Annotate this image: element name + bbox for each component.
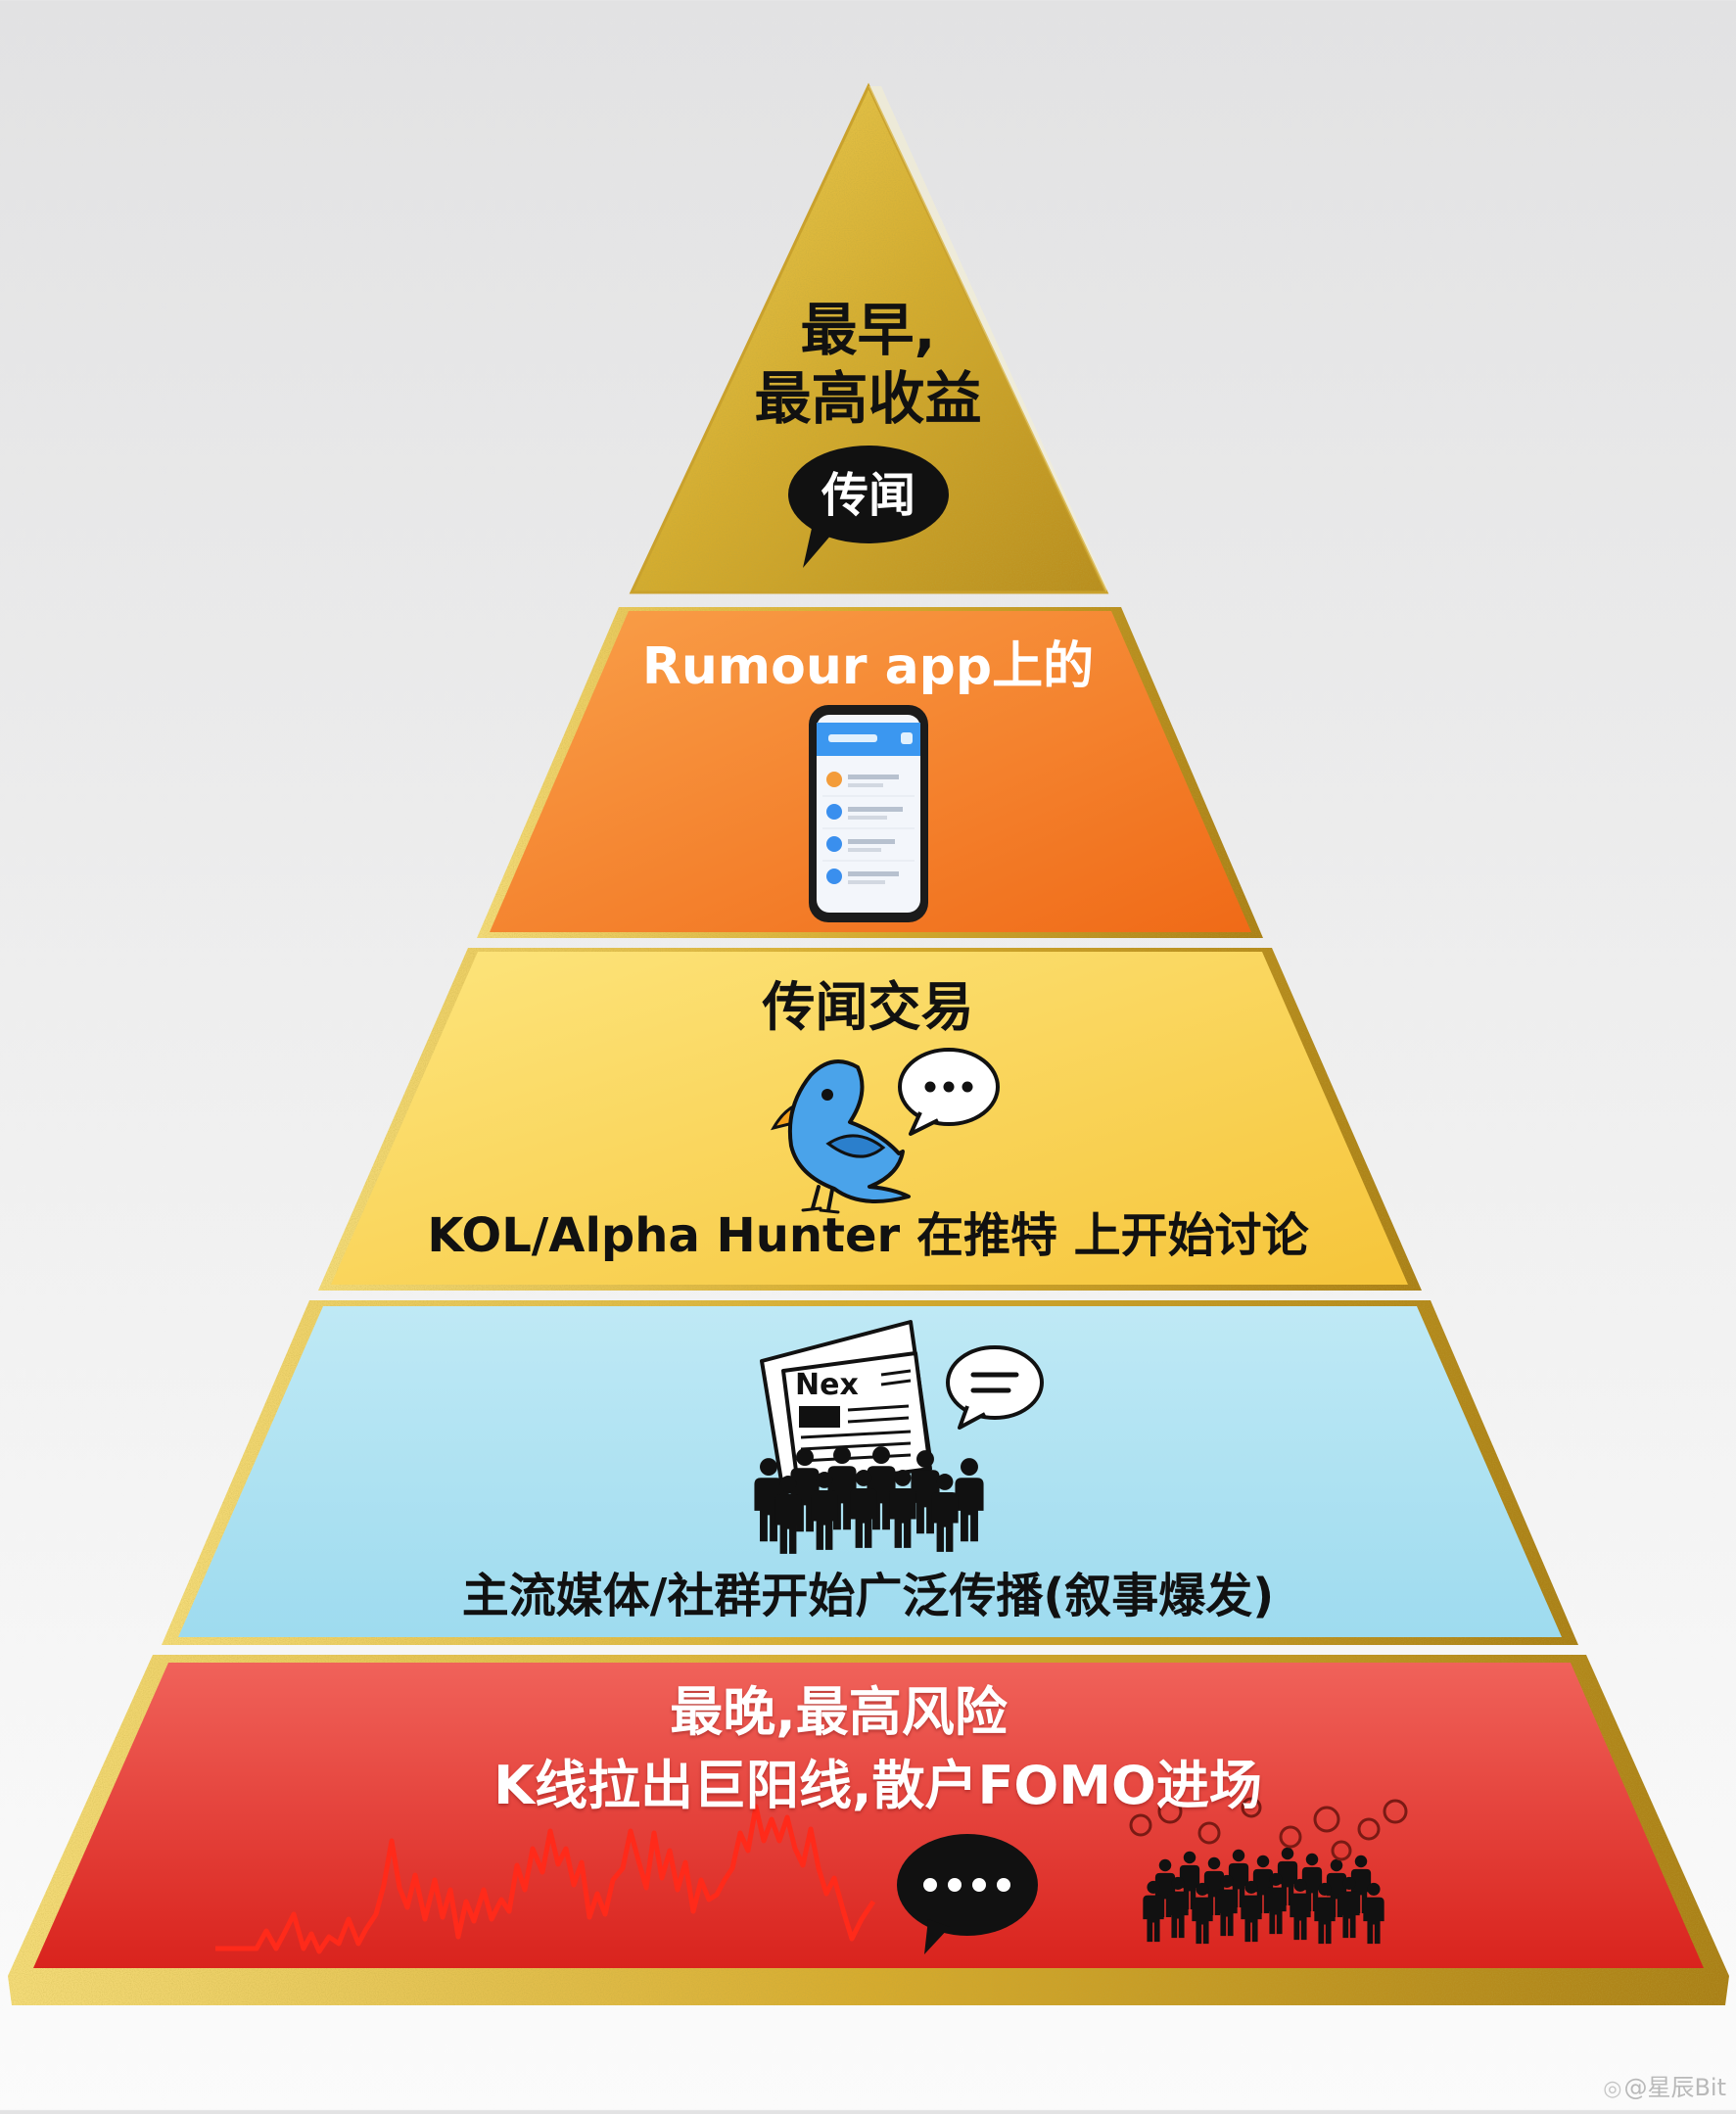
tier-4-caption: 主流媒体/社群开始广泛传播(叙事爆发) [0,1573,1736,1620]
tier-2-title: Rumour app上的 [0,641,1736,692]
tier-3-caption: KOL/Alpha Hunter 在推特 上开始讨论 [0,1212,1736,1259]
tier-5-line-2: K线拉出巨阳线,散户FOMO进场 [10,1760,1736,1812]
tier-5-line-1: 最晚,最高风险 [0,1686,1707,1739]
newspaper-masthead: Nex [795,1368,859,1402]
smartphone-icon [809,705,928,922]
tier-1-line-2: 最高收益 [0,370,1736,427]
tier-1-line-1: 最早, [0,302,1736,358]
tier-1-bubble-text: 传闻 [821,468,915,523]
tier-3-title: 传闻交易 [0,981,1736,1034]
watermark: ◎@星辰Bit [1603,2068,1726,2102]
